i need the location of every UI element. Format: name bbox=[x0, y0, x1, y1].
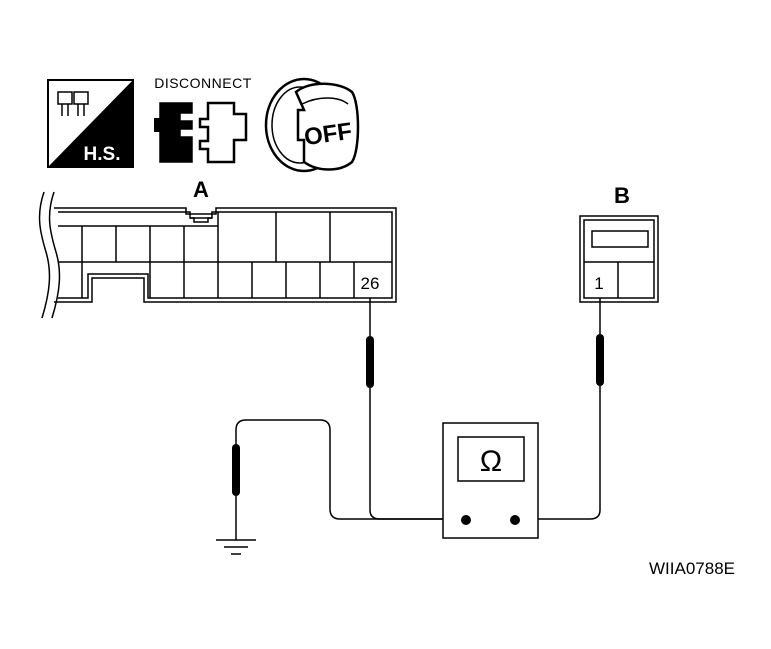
hs-label: H.S. bbox=[84, 144, 121, 165]
connector-b-terminal: 1 bbox=[594, 274, 603, 293]
connector-pictogram-icon bbox=[57, 91, 89, 116]
connector-b-label: B bbox=[614, 183, 630, 208]
meter-terminal-right bbox=[510, 515, 520, 525]
connector-a-cavities bbox=[58, 212, 392, 298]
disconnect-icon: DISCONNECT bbox=[154, 75, 252, 164]
connector-a-terminal: 26 bbox=[361, 274, 380, 293]
probe-terminal-1 bbox=[515, 298, 604, 520]
ground-probe bbox=[216, 419, 464, 555]
harness-side-icon: H.S. bbox=[47, 79, 134, 168]
connector-a-label: A bbox=[193, 177, 209, 202]
figure-code: WIIA0788E bbox=[649, 559, 735, 578]
connector-b: B 1 bbox=[579, 183, 659, 303]
ohmmeter: Ω bbox=[442, 422, 539, 539]
connector-a: A 26 bbox=[38, 177, 397, 319]
ignition-off-label: OFF bbox=[302, 118, 353, 151]
ground-symbol-icon bbox=[216, 539, 256, 555]
disconnect-label: DISCONNECT bbox=[154, 75, 252, 91]
ohm-symbol: Ω bbox=[480, 445, 502, 478]
meter-terminal-left bbox=[461, 515, 471, 525]
ignition-off-icon: OFF bbox=[264, 77, 360, 173]
